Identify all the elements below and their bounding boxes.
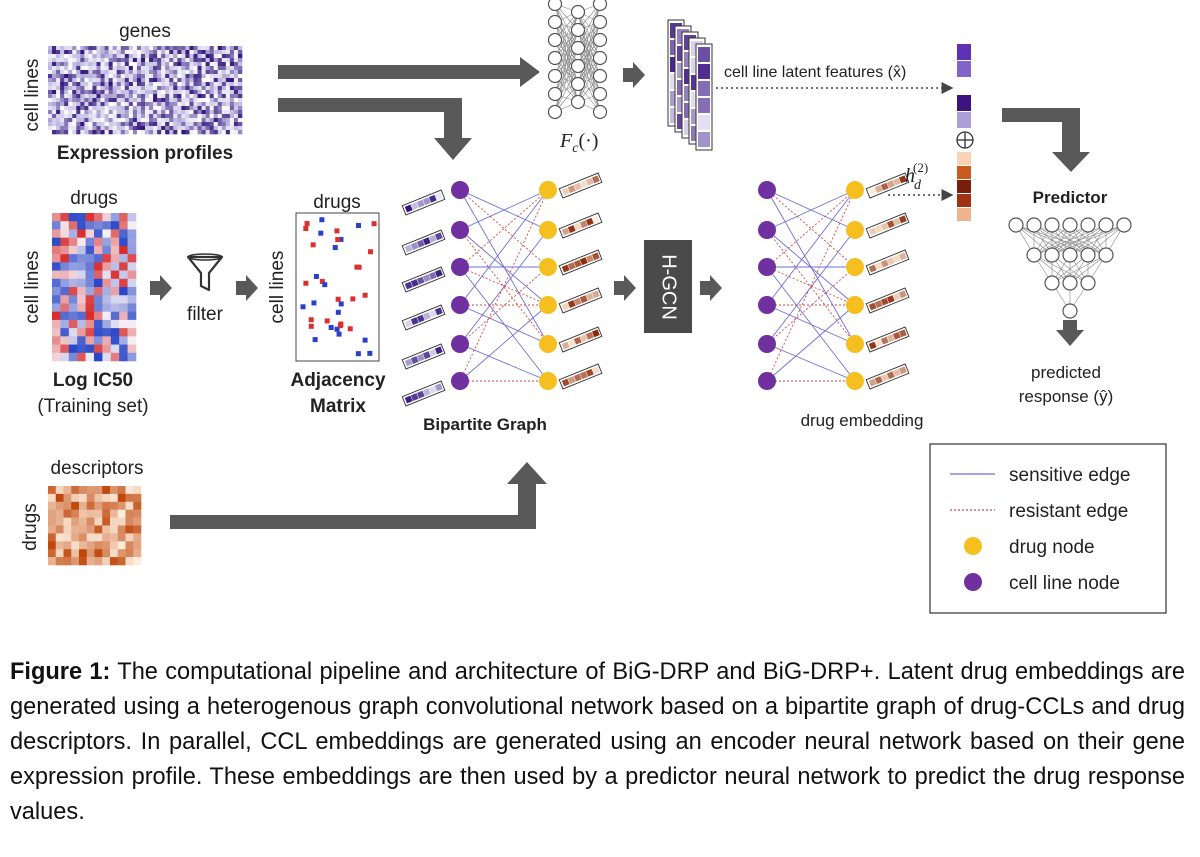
descriptor-heatmap [48, 486, 142, 566]
adjacency-label: Adjacency [290, 370, 385, 391]
latent-features-label: cell line latent features (x̂) [724, 64, 906, 81]
drugs-label-ic50: drugs [70, 188, 118, 209]
caption-text: The computational pipeline and architect… [10, 659, 1185, 825]
predictor-label: Predictor [1033, 188, 1108, 207]
hd-label: hd(2) [905, 160, 928, 193]
arrow-to-encoder [278, 57, 540, 87]
arrow-to-adjacency [236, 275, 258, 301]
legend-resistant: resistant edge [1009, 501, 1128, 522]
funnel-icon [186, 253, 224, 292]
arrow-to-filter [150, 275, 172, 301]
ic50-heatmap [52, 213, 137, 362]
hgcn-box [644, 240, 692, 333]
expression-profiles-label: Expression profiles [57, 143, 233, 164]
drug-node-swatch [964, 537, 982, 555]
latent-feature-stack [667, 19, 713, 151]
arrow-to-response [1056, 320, 1084, 346]
fc-label: Fc(·) [559, 130, 598, 156]
predicted-label: predicted [1031, 363, 1101, 382]
arrow-to-hgcn [614, 275, 636, 301]
genes-label: genes [119, 21, 171, 42]
drug-embedding-graph [758, 172, 910, 390]
filter-label: filter [187, 304, 224, 325]
arrow-descriptors-to-bipartite [170, 462, 547, 529]
arrow-to-latent [623, 62, 645, 88]
expression-heatmap [48, 46, 243, 135]
encoder-network [547, 0, 608, 120]
arrow-to-bipartite-top [278, 98, 472, 160]
drugs-label-desc: drugs [20, 503, 41, 551]
legend-drug-node: drug node [1009, 537, 1095, 558]
log-ic50-label: Log IC50 [53, 370, 133, 391]
arrow-from-hgcn [700, 275, 722, 301]
training-set-label: (Training set) [37, 396, 148, 417]
arrow-to-predictor [1002, 108, 1090, 172]
caption-label: Figure 1: [10, 659, 111, 685]
cell-lines-label-mid: cell lines [22, 251, 43, 324]
bipartite-graph [401, 172, 603, 407]
matrix-label: Matrix [310, 396, 366, 417]
drugs-label-adj: drugs [313, 192, 361, 213]
concatenated-vector [957, 44, 971, 221]
bipartite-graph-label: Bipartite Graph [423, 415, 547, 434]
cell-lines-label-adj: cell lines [267, 251, 288, 324]
legend-cell-node: cell line node [1009, 573, 1120, 594]
drug-embedding-label: drug embedding [801, 411, 924, 430]
cell-lines-label-top: cell lines [22, 59, 43, 132]
legend-sensitive: sensitive edge [1009, 465, 1130, 486]
cell-node-swatch [964, 573, 982, 591]
figure-caption: Figure 1: The computational pipeline and… [10, 655, 1185, 830]
response-label: response (ŷ) [1019, 387, 1113, 406]
descriptors-label: descriptors [51, 458, 144, 479]
predictor-network [1008, 217, 1132, 319]
hgcn-label: H-GCN [658, 254, 680, 320]
pipeline-diagram: genes cell lines Expression profiles Fc(… [20, 0, 1167, 614]
